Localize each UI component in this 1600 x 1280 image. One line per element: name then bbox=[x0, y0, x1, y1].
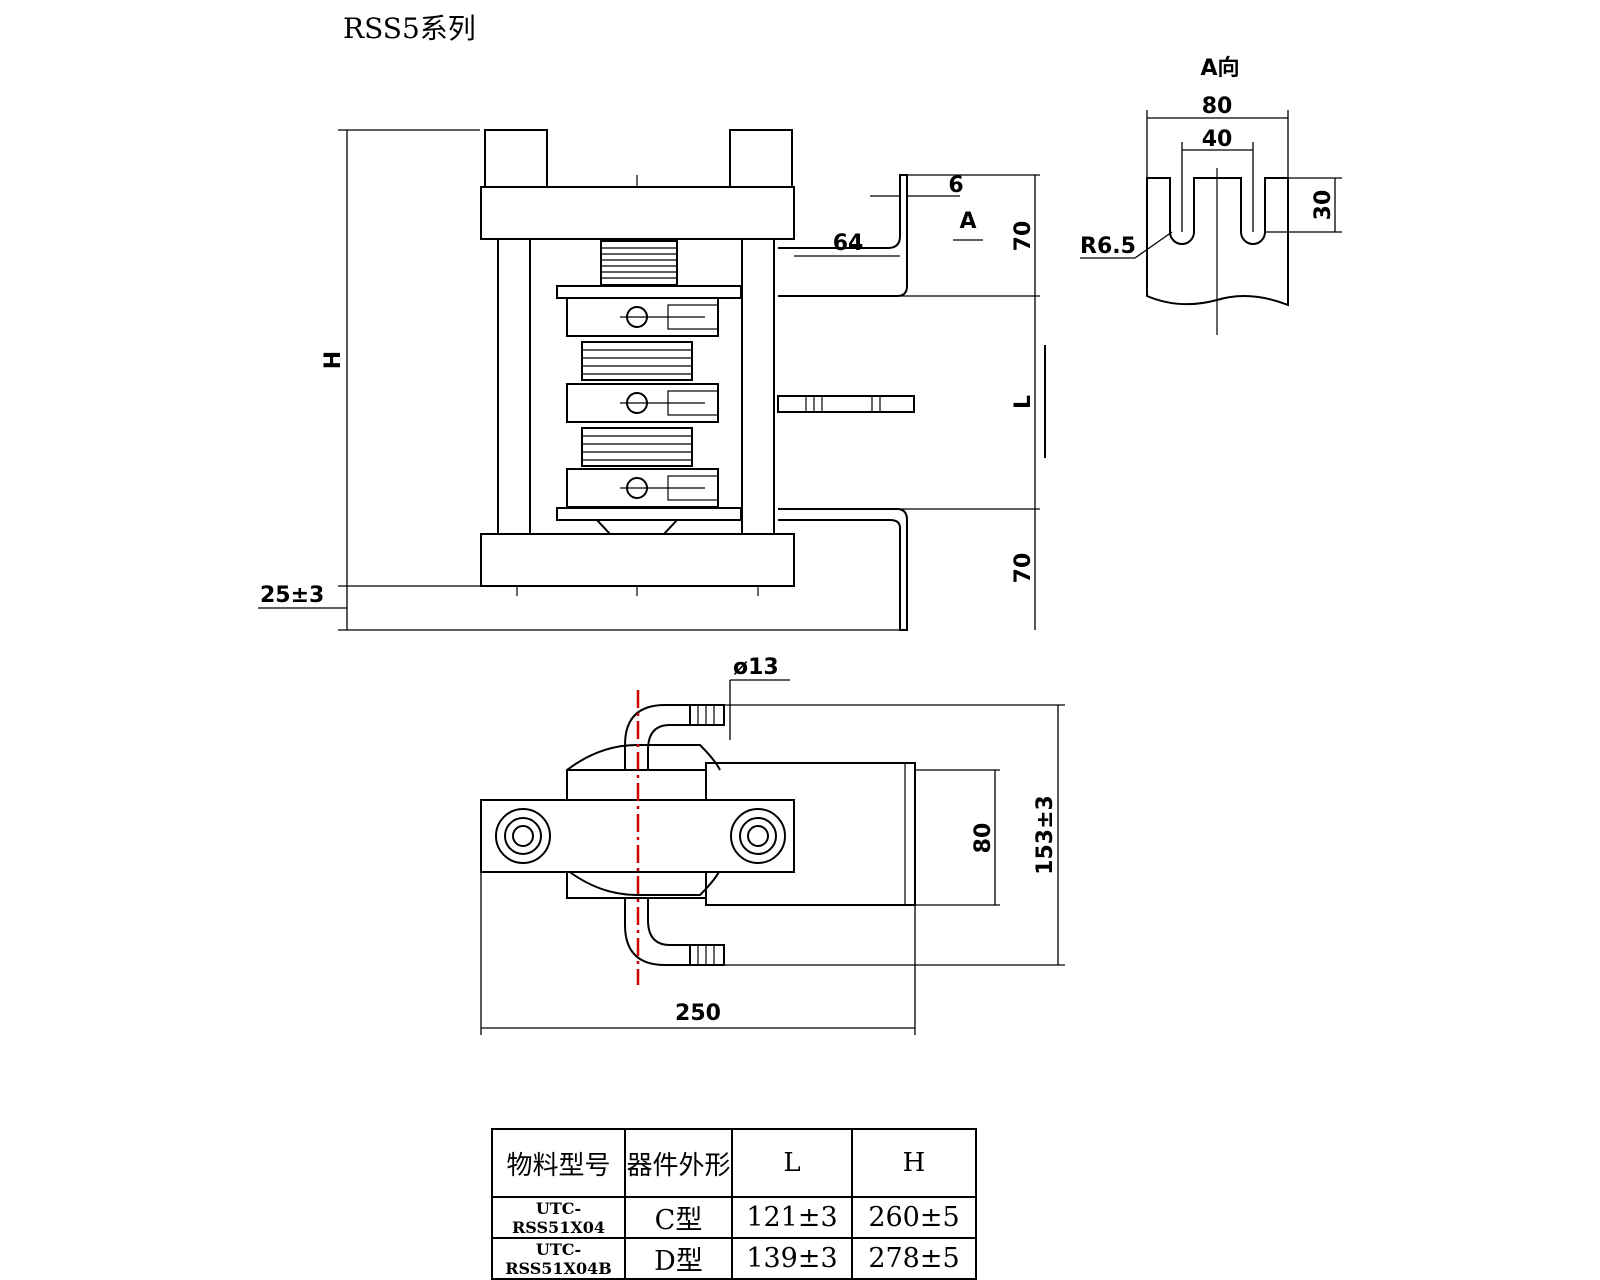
dim-base-label: 25±3 bbox=[260, 583, 324, 608]
front-view: H 25±3 70 L 70 64 6 A bbox=[258, 129, 1046, 631]
view-a-dim-80: 80 bbox=[1202, 94, 1233, 119]
view-a-dim-40: 40 bbox=[1202, 127, 1233, 152]
top-dim-hole: ø13 bbox=[733, 655, 779, 680]
header-model: 物料型号 bbox=[491, 1128, 626, 1198]
dim-top-70: 70 bbox=[1011, 221, 1036, 252]
top-view: ø13 80 153±3 250 bbox=[480, 655, 1065, 1035]
top-dim-250: 250 bbox=[675, 1001, 721, 1026]
view-a-marker: A bbox=[959, 209, 976, 234]
spec-table: 物料型号 器件外形 L H UTC-RSS51X04 C型 121±3 260±… bbox=[491, 1128, 977, 1280]
header-l: L bbox=[731, 1128, 853, 1198]
table-header-row: 物料型号 器件外形 L H bbox=[491, 1128, 977, 1198]
header-shape: 器件外形 bbox=[624, 1128, 733, 1198]
table-row: UTC-RSS51X04 C型 121±3 260±5 bbox=[491, 1196, 977, 1239]
cell-shape: C型 bbox=[624, 1196, 733, 1239]
table-row: UTC-RSS51X04B D型 139±3 278±5 bbox=[491, 1237, 977, 1280]
dim-bottom-70: 70 bbox=[1011, 553, 1036, 584]
dim-64-label: 64 bbox=[833, 231, 864, 256]
view-a-dim-30: 30 bbox=[1311, 190, 1336, 221]
dim-l-label: L bbox=[1011, 395, 1036, 409]
cell-h: 278±5 bbox=[851, 1237, 977, 1280]
header-h: H bbox=[851, 1128, 977, 1198]
view-a: A向 80 40 30 R6.5 bbox=[1080, 55, 1342, 335]
cell-l: 121±3 bbox=[731, 1196, 853, 1239]
dim-h-label: H bbox=[321, 351, 346, 369]
cell-h: 260±5 bbox=[851, 1196, 977, 1239]
cell-model: UTC-RSS51X04B bbox=[491, 1237, 626, 1280]
cell-model: UTC-RSS51X04 bbox=[491, 1196, 626, 1239]
view-a-label: A向 bbox=[1200, 55, 1239, 81]
drawing-title: RSS5系列 bbox=[343, 12, 476, 45]
cell-shape: D型 bbox=[624, 1237, 733, 1280]
view-a-radius: R6.5 bbox=[1080, 234, 1136, 259]
top-dim-153: 153±3 bbox=[1033, 795, 1058, 875]
top-dim-80: 80 bbox=[971, 823, 996, 854]
cell-l: 139±3 bbox=[731, 1237, 853, 1280]
dim-6-label: 6 bbox=[948, 173, 963, 198]
